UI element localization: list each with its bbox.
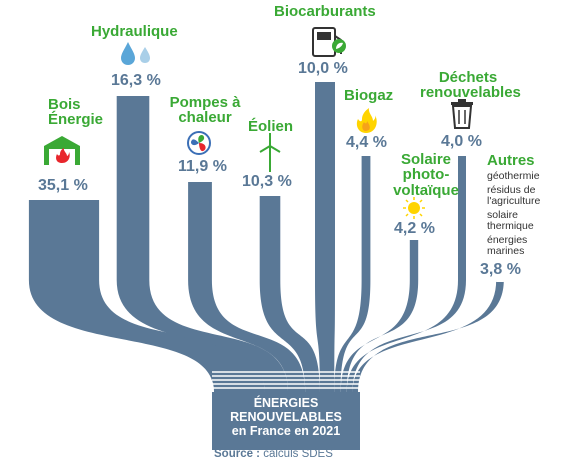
autres-details: géothermie résidus de l'agriculture sola…: [487, 170, 541, 258]
flow-biocarburants: [315, 82, 335, 392]
fuel-pump-icon: [312, 27, 346, 57]
flow-hydraulique: [116, 96, 289, 392]
label-hydraulique: Hydraulique: [91, 23, 178, 40]
house-fire-icon: [44, 136, 80, 165]
water-drops-icon: [121, 42, 150, 65]
flow-autres: [352, 280, 504, 392]
heat-pump-fan-icon: [187, 131, 211, 155]
source-note: Source : calculs SDES: [214, 448, 333, 460]
flow-biogaz: [334, 156, 371, 392]
value-pompes-a-chaleur: 11,9 %: [178, 158, 227, 175]
value-autres: 3,8 %: [480, 261, 521, 278]
value-biogaz: 4,4 %: [346, 134, 387, 151]
flow-bois-énergie: [28, 200, 265, 392]
value-dechets-renouvelables: 4,0 %: [441, 133, 482, 150]
value-biocarburants: 10,0 %: [298, 60, 348, 77]
sun-icon: [403, 197, 425, 219]
total-title: ÉNERGIES RENOUVELABLES en France en 2021: [230, 396, 342, 438]
trash-bin-icon: [451, 99, 473, 129]
value-solaire-photovoltaique: 4,2 %: [394, 220, 435, 237]
total-base-block: [212, 392, 360, 450]
wind-turbine-icon: [259, 133, 281, 172]
value-bois-energie: 35,1 %: [38, 177, 88, 194]
value-eolien: 10,3 %: [242, 173, 292, 190]
label-biocarburants: Biocarburants: [274, 3, 376, 20]
label-eolien: Éolien: [248, 118, 294, 135]
flame-icon: [356, 108, 377, 133]
label-autres: Autres: [487, 152, 535, 169]
flow-solaire-photovoltaïque: [340, 240, 419, 392]
flow-éolien: [259, 196, 320, 392]
flow-pompes-à-chaleur: [188, 182, 306, 392]
label-biogaz: Biogaz: [344, 87, 394, 104]
value-hydraulique: 16,3 %: [111, 72, 161, 89]
